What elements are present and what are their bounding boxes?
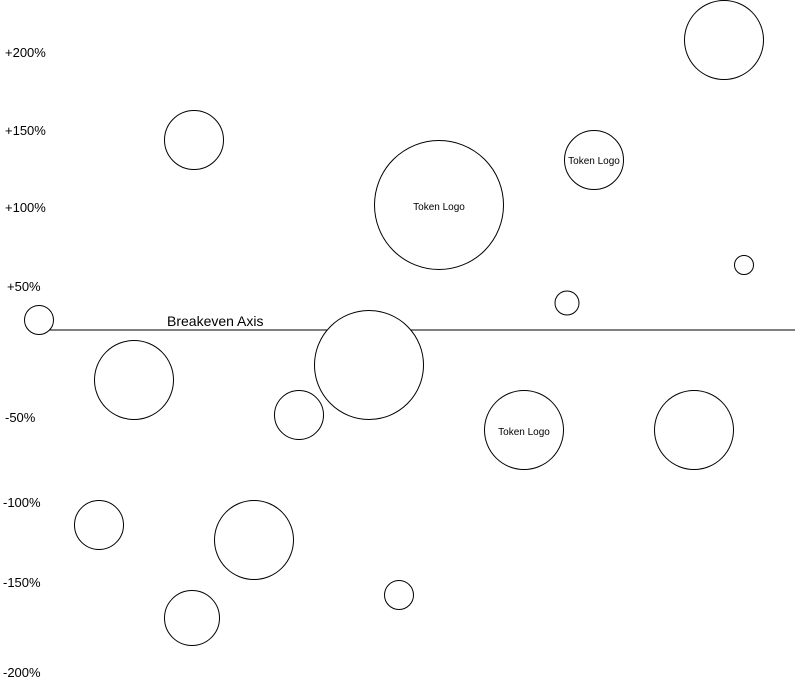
bubble-label: Token Logo xyxy=(413,202,465,213)
bubble-circle xyxy=(554,290,580,316)
y-tick-label: +150% xyxy=(5,123,46,138)
bubble[interactable] xyxy=(654,390,734,470)
bubble[interactable] xyxy=(384,580,414,610)
bubble[interactable] xyxy=(314,310,424,420)
y-tick-label: -100% xyxy=(3,495,41,510)
bubble[interactable] xyxy=(214,500,294,580)
bubble[interactable] xyxy=(274,390,324,440)
y-axis-ticks: +200% +150% +100% +50% -50% -100% -150% … xyxy=(3,45,46,680)
bubble-circle xyxy=(654,390,734,470)
bubble[interactable] xyxy=(74,500,124,550)
bubble[interactable] xyxy=(164,110,224,170)
bubble[interactable] xyxy=(684,0,764,80)
bubble-circle xyxy=(164,590,220,646)
bubble-label: Token Logo xyxy=(568,156,620,167)
bubble-circle xyxy=(74,500,124,550)
bubble[interactable]: Token Logo xyxy=(374,140,504,270)
bubble[interactable]: Token Logo xyxy=(484,390,564,470)
y-tick-label: -200% xyxy=(3,665,41,680)
y-tick-label: -50% xyxy=(5,410,36,425)
bubble-circle xyxy=(734,255,754,275)
y-tick-label: -150% xyxy=(3,575,41,590)
y-tick-label: +200% xyxy=(5,45,46,60)
y-tick-label: +50% xyxy=(7,279,41,294)
bubble-circle xyxy=(384,580,414,610)
bubble-circle xyxy=(214,500,294,580)
bubble-circle xyxy=(684,0,764,80)
bubble-circle xyxy=(564,130,624,190)
breakeven-axis-label: Breakeven Axis xyxy=(167,313,264,329)
bubble[interactable] xyxy=(24,305,54,335)
bubbles: Token Logo Token Logo xyxy=(24,0,764,646)
bubble-circle xyxy=(274,390,324,440)
bubble[interactable] xyxy=(94,340,174,420)
bubble-label: Token Logo xyxy=(498,427,550,438)
bubble-circle xyxy=(24,305,54,335)
bubble[interactable]: Token Logo xyxy=(564,130,624,190)
bubble[interactable] xyxy=(734,255,754,275)
bubble[interactable] xyxy=(554,290,580,316)
bubble-circle xyxy=(164,110,224,170)
bubble-circle xyxy=(374,140,504,270)
bubble-circle xyxy=(94,340,174,420)
bubble-circle xyxy=(314,310,424,420)
bubble[interactable] xyxy=(164,590,220,646)
y-tick-label: +100% xyxy=(5,200,46,215)
bubble-circle xyxy=(484,390,564,470)
